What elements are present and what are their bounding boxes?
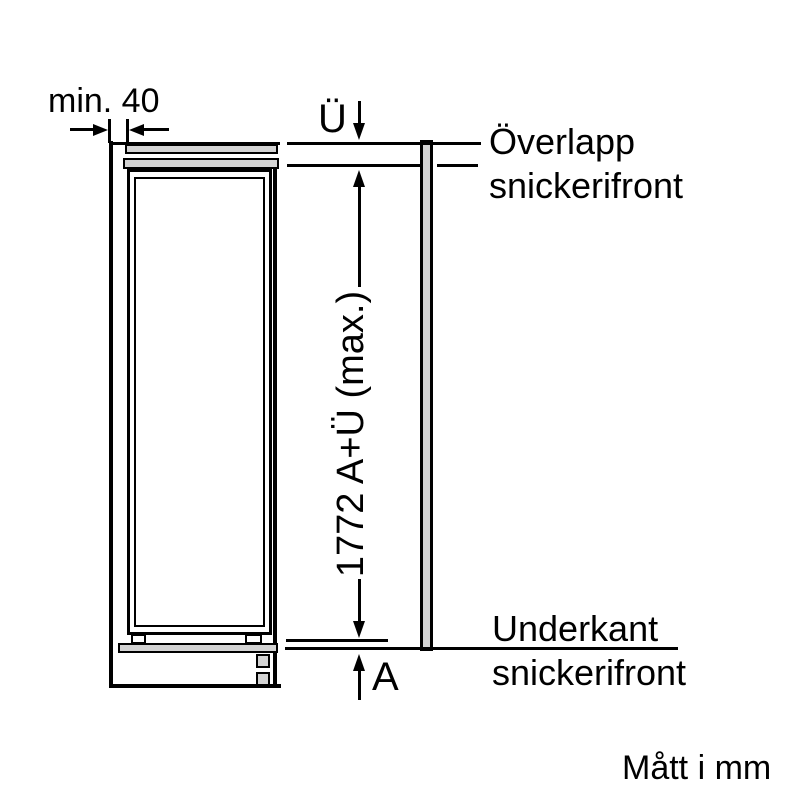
ref-line-front-bottom [285, 647, 678, 650]
ref-line-door-top-right [437, 164, 478, 167]
height-dim-line-upper [358, 185, 361, 287]
bottom-spacer-lower [256, 672, 270, 686]
min-clearance-extension-tick-right [126, 119, 129, 143]
top-mounting-strip-upper [125, 144, 278, 154]
height-dim-arrow-up-icon [353, 170, 365, 187]
furniture-front-panel [420, 140, 433, 651]
overlap-reference-label: Överlapp snickerifront [489, 120, 683, 208]
ref-line-front-top [287, 142, 481, 145]
units-note: Mått i mm [622, 749, 772, 787]
bottom-reference-label: Underkant snickerifront [492, 607, 686, 695]
ref-line-door-top-left [287, 164, 421, 167]
appliance-door-inner-panel [134, 177, 265, 627]
bottom-reference-line2: snickerifront [492, 652, 687, 693]
min-clearance-extension-tick-left [108, 119, 111, 143]
ref-line-door-bottom [286, 639, 388, 642]
niche-bottom-line [109, 684, 281, 688]
overlap-reference-line1: Överlapp [489, 121, 636, 162]
overlap-reference-line2: snickerifront [489, 165, 684, 206]
overlap-dimension-label: Ü [318, 97, 347, 141]
plinth-strip [118, 643, 278, 653]
bottom-dim-arrow-line [358, 669, 361, 700]
height-dimension-label: 1772 A+Ü (max.) [330, 290, 372, 578]
min-clearance-arrow-right-icon [93, 124, 108, 136]
overlap-arrow-line [358, 101, 361, 127]
bottom-dim-arrow-up-icon [353, 654, 365, 671]
niche-left-wall [109, 141, 113, 687]
min-clearance-arrow-line-right [143, 128, 169, 131]
bottom-spacer-upper [256, 654, 270, 668]
cabinet-front-edge [273, 168, 277, 687]
overlap-arrow-down-icon [353, 123, 365, 140]
niche-top-line [109, 142, 280, 145]
min-clearance-arrow-left-icon [129, 124, 144, 136]
min-clearance-label: min. 40 [48, 82, 160, 120]
bottom-reference-line1: Underkant [492, 608, 659, 649]
min-clearance-arrow-line-left [70, 128, 96, 131]
height-dim-line-lower [358, 579, 361, 623]
bottom-dimension-label: A [372, 655, 399, 699]
height-dim-arrow-down-icon [353, 621, 365, 638]
top-mounting-strip-lower [123, 158, 279, 169]
